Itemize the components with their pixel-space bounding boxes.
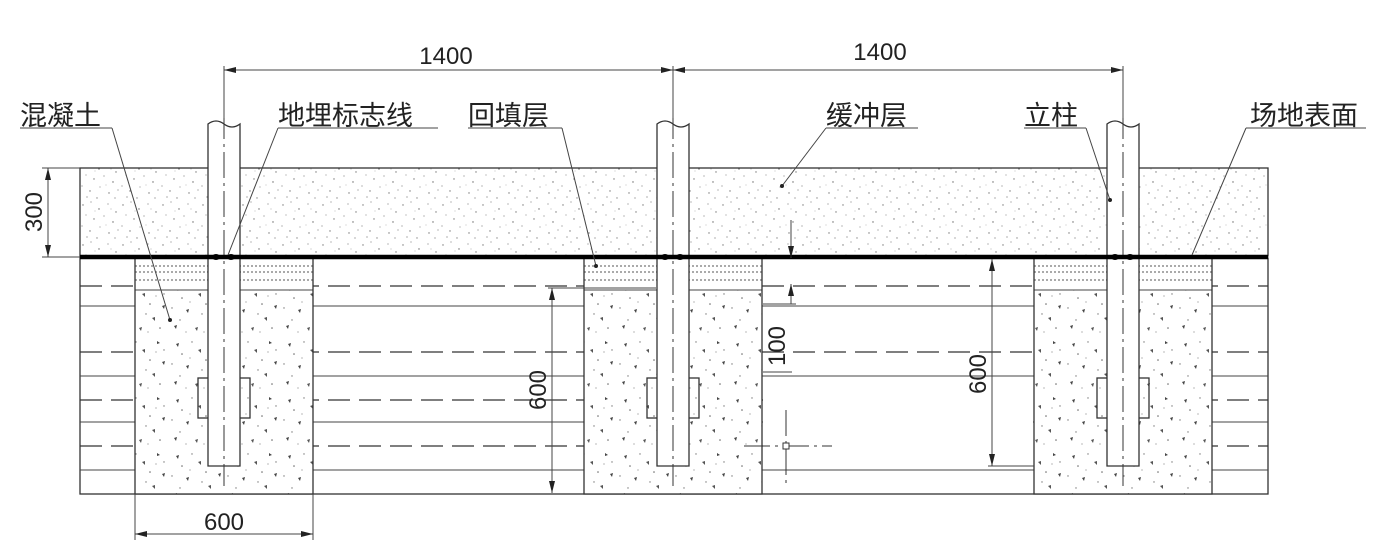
marker-line-beads [212, 254, 1134, 260]
dim-spacing-left: 1400 [419, 43, 472, 70]
middle-gap-region [763, 376, 1033, 493]
label-site-surface: 场地表面 [1250, 101, 1358, 132]
dim-offset: 100 [764, 326, 791, 366]
label-buffer-group: 缓冲层 [780, 101, 918, 188]
dim-mid-depth-left: 600 [525, 370, 552, 410]
dim-buffer-depth: 300 [21, 192, 48, 232]
label-buffer: 缓冲层 [826, 101, 907, 132]
label-marker-line-group: 地埋标志线 [227, 101, 438, 256]
dimension-buffer-depth: 300 [21, 167, 80, 258]
label-backfill: 回填层 [468, 101, 549, 132]
dimension-spacing: 1400 1400 [223, 39, 1124, 118]
label-concrete-group: 混凝土 [20, 101, 172, 322]
label-marker-line: 地埋标志线 [278, 101, 413, 132]
label-post: 立柱 [1024, 101, 1078, 132]
dim-spacing-right: 1400 [853, 39, 906, 66]
label-post-group: 立柱 [1024, 101, 1112, 202]
gap-centerline [744, 410, 832, 488]
dim-footing-width: 600 [204, 509, 244, 536]
post-left [207, 74, 241, 486]
dimension-offset: 100 [763, 220, 796, 373]
dim-mid-depth-right: 600 [965, 354, 992, 394]
post-middle [656, 74, 690, 486]
label-concrete: 混凝土 [20, 101, 101, 132]
dimension-mid-depth-left: 600 [525, 287, 656, 493]
post-right [1106, 74, 1140, 486]
label-backfill-group: 回填层 [468, 101, 598, 268]
label-site-surface-group: 场地表面 [1191, 101, 1366, 256]
dimension-footing-width: 600 [134, 494, 314, 540]
dimension-mid-depth-right: 600 [965, 259, 1034, 467]
